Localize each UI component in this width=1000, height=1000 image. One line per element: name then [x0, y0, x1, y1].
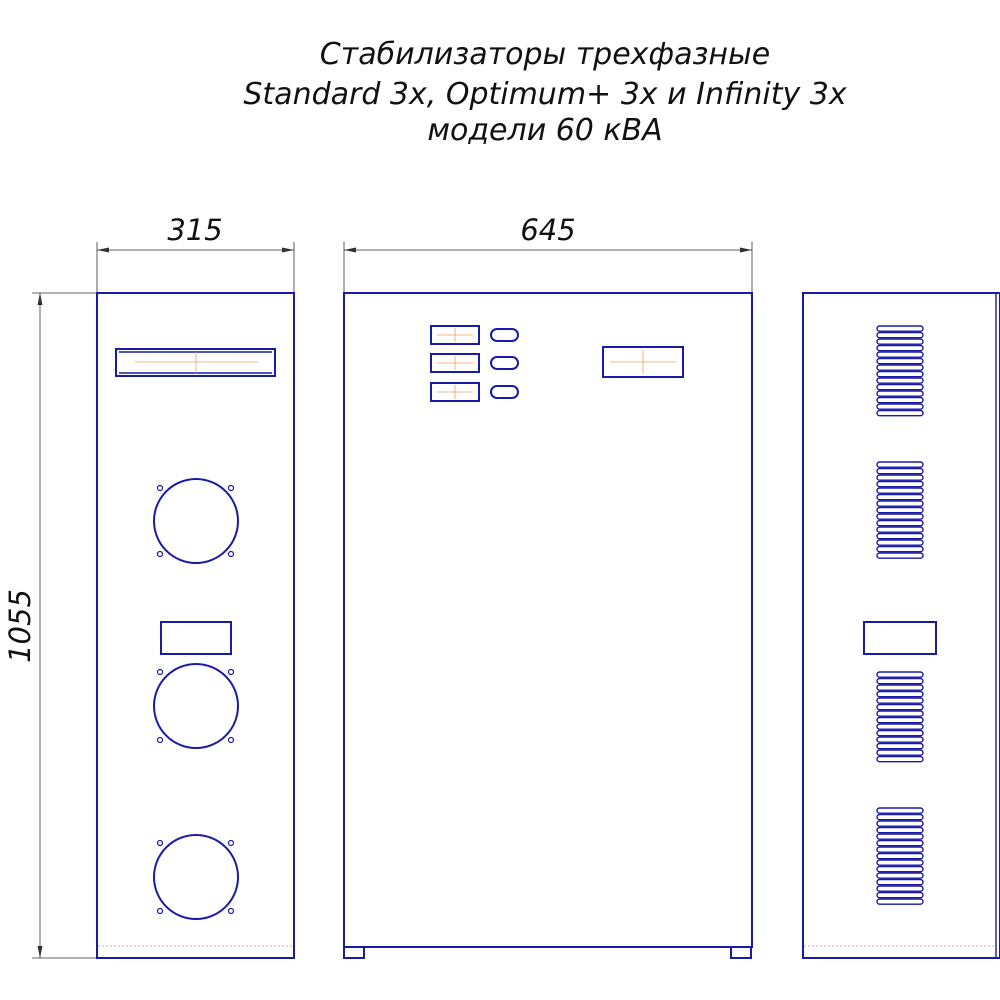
- vent-slot: [876, 370, 924, 378]
- vent-slot: [876, 820, 924, 827]
- front-foot-left: [343, 946, 365, 959]
- vent-slot: [876, 461, 924, 468]
- title-line-2: Standard 3x, Optimum+ 3x и Infinity 3x: [243, 77, 846, 112]
- front-display: [602, 346, 684, 378]
- vent-slot: [876, 539, 924, 546]
- vent-slot: [876, 749, 924, 756]
- vent-slot: [876, 677, 924, 685]
- vent-slot: [876, 807, 924, 814]
- vent-slot: [876, 833, 924, 840]
- vent-slot: [876, 526, 924, 533]
- vent-slot: [876, 898, 924, 905]
- vent-slot: [876, 487, 924, 494]
- vent-group-2: [876, 461, 924, 559]
- vent-slot: [876, 697, 924, 704]
- front-foot-right: [730, 946, 752, 959]
- vent-slot: [876, 351, 924, 358]
- vent-slot: [876, 716, 924, 724]
- vent-slot: [876, 839, 924, 847]
- vent-slot: [876, 859, 924, 866]
- side-display-window: [115, 348, 276, 377]
- vent-slot: [876, 703, 924, 711]
- vent-slot: [876, 513, 924, 520]
- vent-slot: [876, 846, 924, 853]
- vent-slot: [876, 736, 924, 743]
- fan-3: [153, 834, 239, 920]
- indicator-row-1: [430, 325, 519, 345]
- vent-slot: [876, 885, 924, 892]
- vent-slot: [876, 852, 924, 860]
- vent-slot: [876, 710, 924, 717]
- vent-group-4: [876, 807, 924, 905]
- vent-slot: [876, 532, 924, 540]
- vent-slot: [876, 390, 924, 397]
- vent-slot: [876, 377, 924, 384]
- vent-slot: [876, 331, 924, 339]
- vent-slot: [876, 723, 924, 730]
- vent-group-3: [876, 671, 924, 763]
- vent-slot: [876, 813, 924, 821]
- vent-slot: [876, 403, 924, 410]
- vent-slot: [876, 325, 924, 332]
- indicator-row-3: [430, 382, 519, 402]
- vent-slot: [876, 872, 924, 879]
- vent-slot: [876, 500, 924, 507]
- dimension-front-width: 645: [343, 213, 753, 293]
- vent-slot: [876, 480, 924, 488]
- vent-slot: [876, 506, 924, 514]
- vent-slot: [876, 742, 924, 750]
- dimension-side-width: 315: [96, 213, 295, 293]
- dimension-front-width-value: 645: [520, 213, 575, 247]
- fan-2: [153, 663, 239, 749]
- vent-slot: [876, 690, 924, 698]
- vent-slot: [876, 891, 924, 899]
- vent-slot: [876, 826, 924, 834]
- vent-slot: [876, 467, 924, 475]
- vent-slot: [876, 344, 924, 352]
- title-line-3: модели 60 кВА: [427, 113, 662, 148]
- dimension-side-width-value: 315: [167, 213, 222, 247]
- vent-slot: [876, 493, 924, 501]
- title-line-1: Стабилизаторы трехфазные: [320, 37, 770, 72]
- vent-slot: [876, 383, 924, 391]
- side-port: [160, 621, 232, 655]
- right-side-port: [863, 621, 937, 655]
- vent-slot: [876, 671, 924, 678]
- vent-slot: [876, 357, 924, 365]
- vent-slot: [876, 474, 924, 481]
- vent-slot: [876, 684, 924, 691]
- fan-1: [153, 478, 239, 564]
- vent-slot: [876, 729, 924, 737]
- vent-slot: [876, 409, 924, 417]
- dimension-height: 1055: [3, 292, 97, 959]
- vent-slot: [876, 865, 924, 873]
- front-view: [343, 292, 753, 959]
- vent-group-1: [876, 325, 924, 417]
- vent-slot: [876, 396, 924, 404]
- indicator-row-2: [430, 353, 519, 373]
- vent-slot: [876, 552, 924, 559]
- side-view-left: [96, 292, 295, 959]
- vent-slot: [876, 545, 924, 553]
- dimension-height-value: 1055: [3, 589, 37, 663]
- vent-slot: [876, 878, 924, 886]
- side-view-right: [802, 292, 1000, 959]
- vent-slot: [876, 338, 924, 345]
- vent-slot: [876, 364, 924, 371]
- vent-slot: [876, 755, 924, 763]
- vent-slot: [876, 519, 924, 527]
